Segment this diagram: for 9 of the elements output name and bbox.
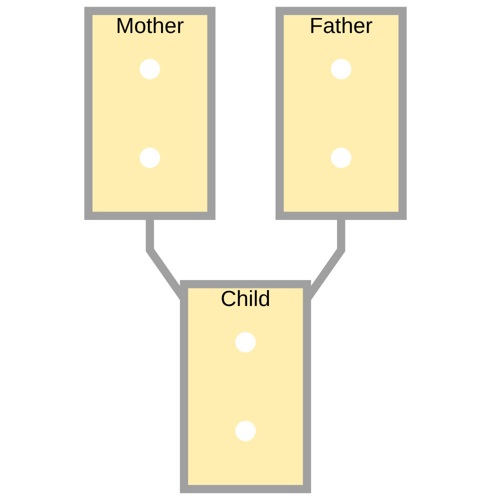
node-circle xyxy=(235,420,256,442)
node-circle xyxy=(140,58,160,80)
cluster: Father xyxy=(276,6,407,220)
node-circle xyxy=(140,148,160,168)
node-circle xyxy=(235,332,256,352)
cluster: Mother xyxy=(84,6,216,220)
node-circle xyxy=(330,58,352,80)
cluster: Child xyxy=(180,280,312,494)
node-circle xyxy=(330,148,352,168)
